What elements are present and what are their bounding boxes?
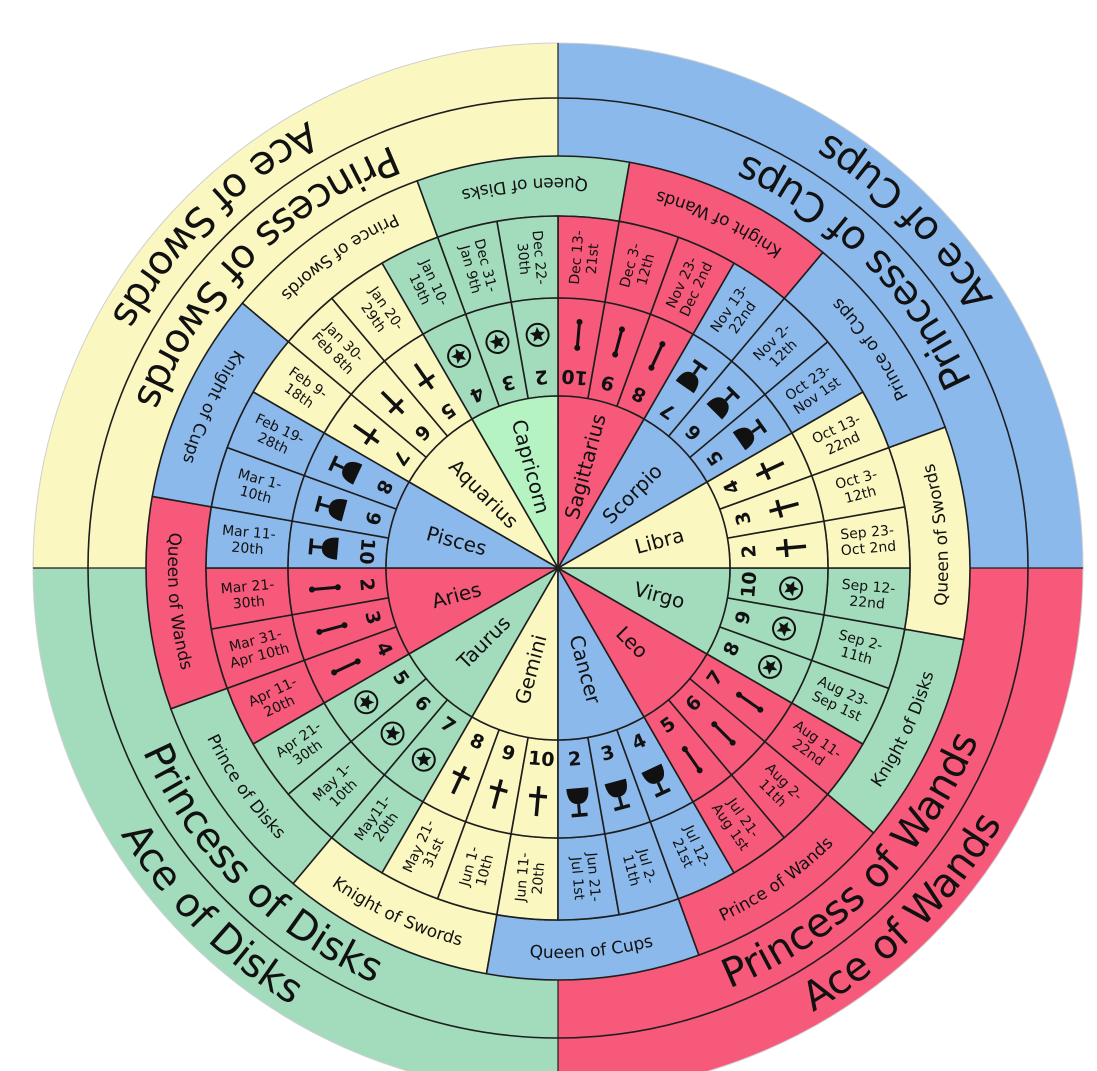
disk-icon (380, 721, 405, 746)
decan-dates: Sep 23-Oct 2nd (839, 523, 897, 560)
sign-wedge (385, 480, 561, 569)
sword-icon (353, 423, 380, 446)
decan-number: 2 (567, 748, 582, 771)
cup-icon (675, 358, 708, 394)
decan-number: 9 (731, 608, 756, 626)
cup-icon (314, 495, 348, 522)
sign-libra (555, 390, 911, 569)
wand-icon (331, 658, 361, 676)
decan-dates: Sep 12-22nd (840, 577, 896, 614)
decan-number: 9 (499, 741, 517, 766)
sign-wedge (407, 417, 561, 571)
decan-dates: Jun 21-Jul 1st (567, 851, 603, 904)
cup-icon (732, 418, 768, 451)
sign-gemini (380, 565, 559, 921)
sword-icon (413, 363, 436, 390)
sword-icon (769, 499, 799, 518)
decan-number: 10 (561, 365, 589, 389)
cup-icon (328, 455, 363, 485)
disk-icon (447, 343, 472, 368)
wand-icon (736, 691, 764, 713)
disk-icon (758, 654, 783, 679)
decan-dates: Jun 11-20th (513, 852, 549, 905)
wand-icon (711, 721, 736, 746)
decan-number: 3 (499, 370, 517, 395)
decan-dates: Mar 21-30th (220, 577, 276, 614)
cup-icon (706, 385, 741, 420)
sign-wedge (407, 565, 561, 719)
decan-dates: Jul 12-21st (665, 822, 713, 877)
disk-icon (354, 690, 379, 715)
decan-number: 10 (737, 571, 761, 599)
sign-wedge (385, 567, 561, 656)
disk-icon (525, 322, 550, 347)
decan-dates: Dec 3-12th (617, 241, 660, 293)
sign-wedge (557, 565, 646, 741)
decan-number: 2 (534, 365, 549, 388)
sword-icon (776, 538, 807, 558)
sword-icon (380, 390, 405, 415)
sign-sagittarius (557, 215, 736, 571)
wand-icon (308, 584, 341, 593)
disk-icon (411, 747, 436, 772)
sword-icon (755, 461, 785, 481)
cup-icon (604, 778, 631, 812)
decan-number: 3 (731, 509, 756, 527)
decan-number: 3 (360, 608, 385, 626)
disk-icon (779, 576, 804, 601)
decan-number: 2 (738, 544, 761, 559)
sign-wedge (555, 417, 709, 571)
wand-icon (648, 341, 666, 371)
cup-icon (641, 763, 671, 798)
decan-dates: Jun 1-10th (457, 845, 499, 893)
zodiac-ring (205, 215, 911, 921)
disk-icon (772, 616, 797, 641)
decan-number: 10 (527, 747, 555, 771)
sword-icon (489, 779, 508, 809)
decan-dates: Dec 22-30th (513, 230, 550, 287)
sign-wedge (557, 395, 646, 571)
sign-wedge (555, 567, 731, 656)
sign-capricorn (380, 215, 559, 571)
sign-pisces (205, 390, 561, 569)
decan-dates: Mar 11-20th (220, 523, 276, 560)
sign-wedge (470, 565, 559, 741)
cup-icon (566, 787, 589, 818)
sword-icon (528, 786, 548, 817)
sign-taurus (252, 565, 561, 874)
disk-icon (485, 329, 510, 354)
court-card-ring (145, 155, 971, 981)
sign-leo (555, 565, 864, 874)
decan-number: 3 (598, 741, 616, 766)
decan-number: 10 (355, 537, 379, 565)
sign-wedge (555, 480, 731, 569)
cup-icon (308, 537, 339, 560)
sword-icon (451, 765, 471, 795)
wand-icon (681, 746, 703, 774)
sign-wedge (555, 565, 709, 719)
decan-dates: Dec 13-21st (567, 230, 604, 287)
sign-wedge (470, 395, 559, 571)
decan-number: 2 (355, 577, 378, 592)
sign-virgo (555, 567, 911, 746)
decan-number: 9 (598, 370, 616, 395)
wand-icon (574, 318, 583, 351)
wand-icon (612, 326, 625, 358)
decan-number: 9 (360, 509, 385, 527)
wand-icon (316, 622, 348, 635)
